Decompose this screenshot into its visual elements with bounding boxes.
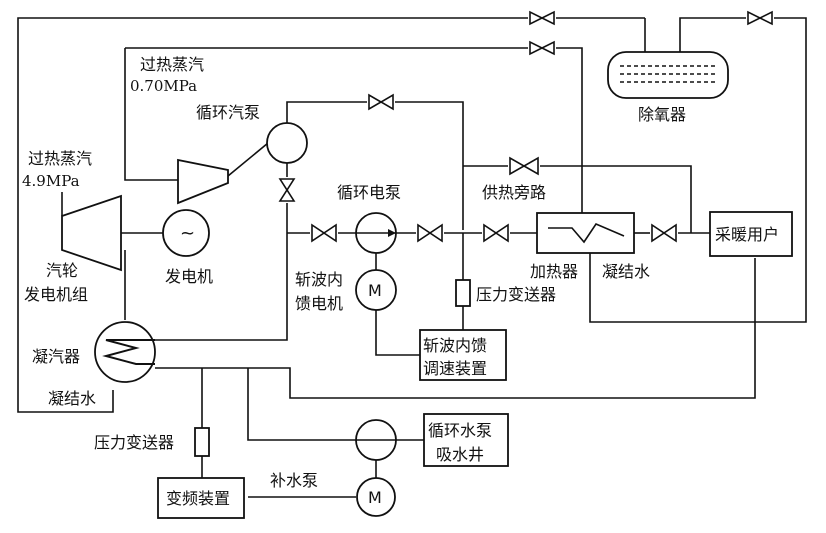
circulating-water-pump-box [423, 413, 509, 467]
circulating-electric-pump-label: 循环电泵 [337, 183, 401, 202]
speed-control-label-line1: 斩波内馈 [423, 336, 487, 355]
circulating-electric-pump [355, 212, 397, 254]
deaerator-tank [607, 51, 729, 99]
steam-49-value: 4.9MPa [22, 172, 80, 190]
makeup-pump-label: 补水泵 [270, 471, 318, 490]
valve-second-line [529, 40, 555, 56]
pipe-network [17, 17, 807, 498]
turbine-label-line1: 汽轮 [46, 261, 78, 280]
valve-steam-pump-out [368, 93, 394, 111]
speed-control-label-line2: 调速装置 [423, 359, 487, 378]
circulating-water-pump [355, 419, 397, 461]
chopper-motor-label-line2: 馈电机 [295, 294, 343, 313]
condenser [94, 321, 156, 383]
speed-control-box [419, 329, 507, 381]
chopper-motor: M [355, 269, 397, 311]
valve-main-2 [417, 223, 443, 243]
valve-main-4 [651, 223, 677, 243]
heater-label: 加热器 [530, 262, 578, 281]
circulating-steam-pump-label: 循环汽泵 [196, 103, 260, 122]
pressure-transmitter-upper [455, 279, 471, 307]
generator: ~ [162, 209, 210, 257]
heating-user-label: 采暖用户 [715, 225, 779, 244]
valve-top-2 [747, 10, 773, 26]
turbine-label-line2: 发电机组 [24, 285, 88, 304]
makeup-pump-motor: M [356, 477, 396, 517]
pressure-transmitter-lower [194, 427, 210, 457]
valve-vertical-steam [278, 178, 296, 202]
pressure-transmitter-lower-label: 压力变送器 [94, 433, 174, 452]
condenser-label: 凝汽器 [32, 347, 80, 366]
valve-group [278, 10, 773, 243]
condensate-left-label: 凝结水 [48, 389, 96, 408]
vfd-label: 变频装置 [166, 489, 230, 508]
vfd-box [157, 477, 245, 519]
valve-heat-bypass [509, 156, 539, 176]
generator-symbol: ~ [180, 223, 195, 244]
valve-main-3 [483, 223, 509, 243]
steam-070-title: 过热蒸汽 [140, 55, 204, 74]
makeup-motor-symbol: M [368, 488, 382, 507]
chopper-motor-label-line1: 斩波内 [295, 270, 343, 289]
pressure-transmitter-upper-label: 压力变送器 [476, 285, 556, 304]
valve-main-1 [311, 223, 337, 243]
steam-turbine [61, 194, 122, 272]
deaerator-label: 除氧器 [638, 105, 686, 124]
circ-water-pump-label-line2: 吸水井 [436, 445, 484, 464]
heating-user-box [709, 211, 793, 257]
steam-49-title: 过热蒸汽 [28, 149, 92, 168]
circulating-steam-pump [177, 122, 308, 205]
heat-bypass-label: 供热旁路 [482, 183, 546, 202]
circ-water-pump-label-line1: 循环水泵 [428, 421, 492, 440]
chopper-motor-symbol: M [368, 281, 382, 300]
generator-label: 发电机 [165, 267, 213, 286]
steam-070-value: 0.70MPa [130, 77, 197, 95]
condensate-right-label: 凝结水 [602, 262, 650, 281]
valve-top-1 [529, 10, 555, 26]
heater [536, 212, 635, 254]
